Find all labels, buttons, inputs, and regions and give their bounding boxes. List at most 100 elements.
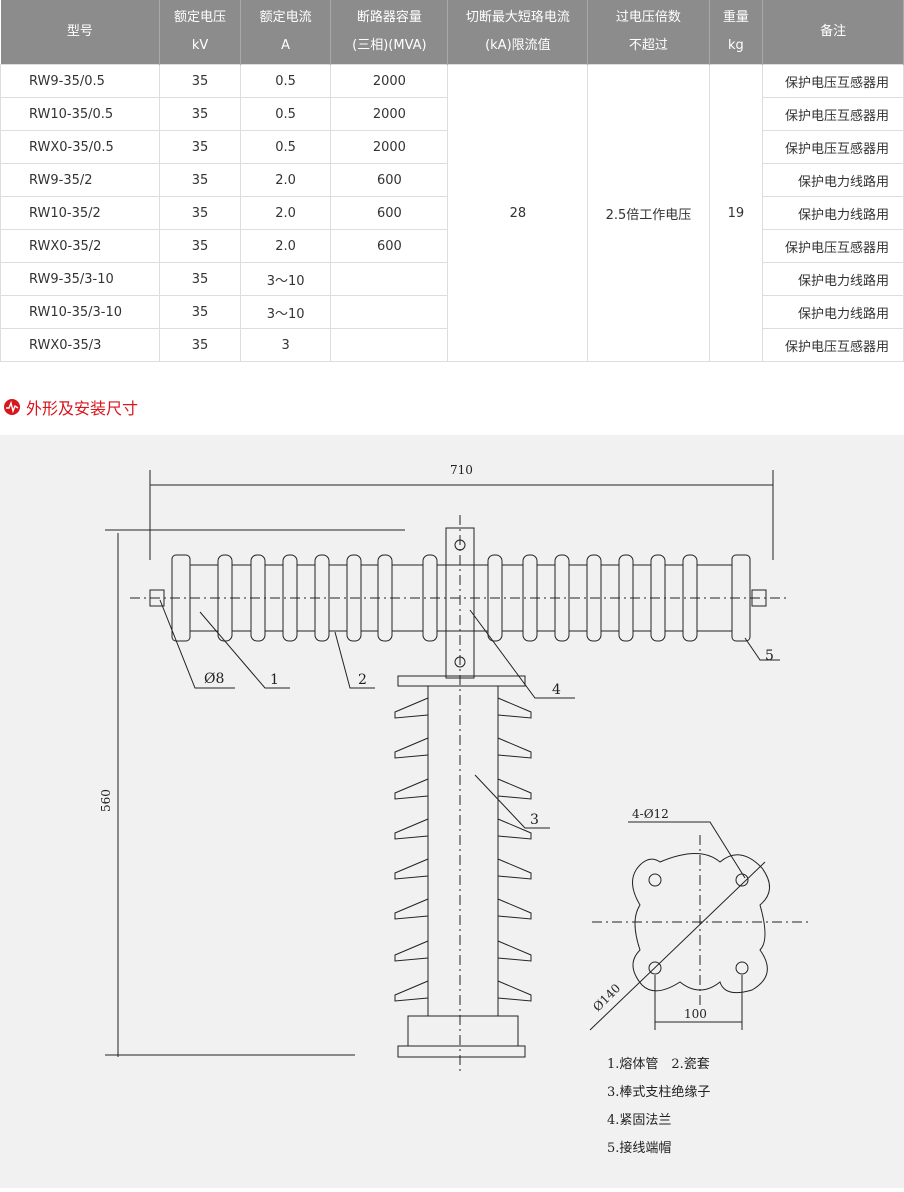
cell-mva: 600 <box>330 229 449 263</box>
insulator-shed <box>394 697 532 719</box>
svg-text:Ø8: Ø8 <box>204 671 224 687</box>
cell-model: RW10-35/3-10 <box>0 295 161 329</box>
cell-model: RW9-35/0.5 <box>0 64 161 98</box>
cell-model: RWX0-35/3 <box>0 328 161 362</box>
cell-model: RWX0-35/0.5 <box>0 130 161 164</box>
cell-kv: 35 <box>159 163 241 197</box>
svg-text:1: 1 <box>270 672 279 688</box>
cell-note: 保护电力线路用 <box>762 196 904 230</box>
insulator-shed <box>394 778 532 800</box>
dimension-drawing: 710 560 Ø8 1 2 4 3 5 4-Ø12 Ø140 100 1.熔体… <box>0 435 904 1188</box>
cell-kv: 35 <box>159 196 241 230</box>
cell-a: 2.0 <box>239 229 332 263</box>
legend-item: 1.熔体管 2.瓷套 <box>607 1056 710 1072</box>
header-text: kV <box>191 38 209 53</box>
cell-mva: 600 <box>330 163 449 197</box>
cell-mva: 2000 <box>330 130 449 164</box>
cell-kv: 35 <box>159 64 241 98</box>
column-header: 重量 kg <box>709 0 764 65</box>
cell-a: 0.5 <box>239 64 332 98</box>
cell-note: 保护电力线路用 <box>762 262 904 296</box>
column-header: 备注 <box>762 0 904 65</box>
cell-m_overvoltage: 2.5倍工作电压 <box>587 64 710 362</box>
insulator-shed <box>394 898 532 920</box>
column-header: 切断最大短珞电流 (kA)限流值 <box>447 0 589 65</box>
insulator-shed <box>394 858 532 880</box>
cell-kv: 35 <box>159 130 241 164</box>
cell-kv: 35 <box>159 295 241 329</box>
header-text: 不超过 <box>628 38 668 53</box>
cell-note: 保护电力线路用 <box>762 163 904 197</box>
cell-mva <box>330 328 449 362</box>
legend-item: 4.紧固法兰 <box>607 1113 671 1128</box>
header-text: (kA)限流值 <box>485 38 551 53</box>
header-text: 备注 <box>820 24 847 39</box>
cell-m_ka: 28 <box>447 64 589 362</box>
cell-mva: 2000 <box>330 64 449 98</box>
cell-a: 3 <box>239 328 332 362</box>
header-text: 额定电流 <box>259 10 312 25</box>
cell-model: RWX0-35/2 <box>0 229 161 263</box>
svg-text:Ø140: Ø140 <box>590 981 623 1014</box>
cell-model: RW9-35/3-10 <box>0 262 161 296</box>
dim-height: 560 <box>99 789 113 812</box>
cell-a: 3～10 <box>239 295 332 329</box>
svg-text:3: 3 <box>530 812 539 828</box>
cell-kv: 35 <box>159 229 241 263</box>
cell-note: 保护电压互感器用 <box>762 229 904 263</box>
legend-item: 5.接线端帽 <box>607 1140 671 1156</box>
cell-model: RW9-35/2 <box>0 163 161 197</box>
header-text: 过电压倍数 <box>615 10 681 25</box>
cell-mva <box>330 295 449 329</box>
svg-text:5: 5 <box>765 648 774 664</box>
cell-note: 保护电压互感器用 <box>762 328 904 362</box>
svg-text:100: 100 <box>684 1007 707 1021</box>
column-header: 断路器容量 (三相)(MVA) <box>330 0 449 65</box>
cell-note: 保护电力线路用 <box>762 295 904 329</box>
svg-text:2: 2 <box>358 672 367 688</box>
section-heading: 外形及安装尺寸 <box>4 395 138 419</box>
svg-text:4: 4 <box>552 682 561 698</box>
cell-a: 2.0 <box>239 196 332 230</box>
header-text: 断路器容量 <box>356 10 422 25</box>
header-text: 型号 <box>66 24 93 39</box>
header-text: (三相)(MVA) <box>352 38 427 53</box>
legend-item: 3.棒式支柱绝缘子 <box>607 1084 710 1100</box>
cell-m_weight: 19 <box>708 64 764 362</box>
dim-width: 710 <box>450 463 473 477</box>
section-title: 外形及安装尺寸 <box>26 399 139 418</box>
cell-kv: 35 <box>159 262 241 296</box>
header-text: 切断最大短珞电流 <box>465 10 570 25</box>
header-text: kg <box>727 38 744 53</box>
header-text: 重量 <box>722 10 749 25</box>
cell-a: 3～10 <box>239 262 332 296</box>
insulator-shed <box>394 980 532 1002</box>
cell-mva <box>330 262 449 296</box>
column-header: 额定电流 A <box>240 0 332 65</box>
cell-a: 2.0 <box>239 163 332 197</box>
svg-text:4-Ø12: 4-Ø12 <box>632 807 669 821</box>
cell-a: 0.5 <box>239 130 332 164</box>
header-text: A <box>281 38 291 53</box>
cell-mva: 600 <box>330 196 449 230</box>
cell-model: RW10-35/0.5 <box>0 97 161 131</box>
insulator-shed <box>394 940 532 962</box>
insulator-shed <box>394 818 532 840</box>
insulator-shed <box>394 737 532 759</box>
cell-note: 保护电压互感器用 <box>762 97 904 131</box>
cell-note: 保护电压互感器用 <box>762 64 904 98</box>
cell-kv: 35 <box>159 97 241 131</box>
cell-kv: 35 <box>159 328 241 362</box>
waveform-icon <box>4 399 20 415</box>
cell-model: RW10-35/2 <box>0 196 161 230</box>
